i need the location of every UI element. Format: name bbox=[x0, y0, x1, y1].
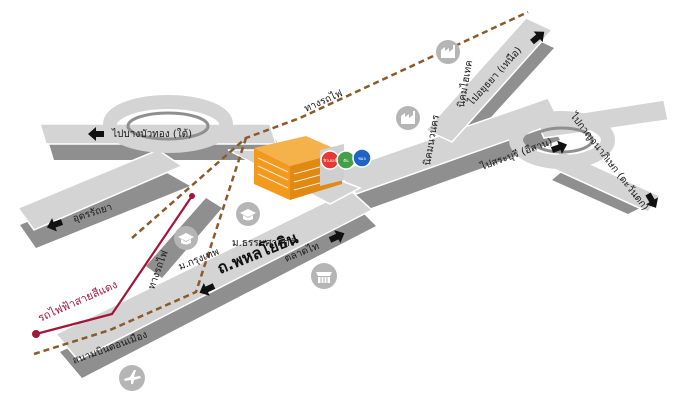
road-udon-ratthaya bbox=[16, 149, 184, 231]
road-ayutthaya bbox=[424, 17, 554, 143]
factory-icon-navanakorn bbox=[396, 106, 420, 130]
future-park-building: ฟิวเจอร์ ตัน ซอล bbox=[254, 136, 372, 200]
label-thammasat: ม.ธรรมศาสตร์ bbox=[232, 237, 296, 249]
market-icon-talad-thai bbox=[311, 263, 337, 289]
building-badges: ฟิวเจอร์ ตัน ซอล bbox=[320, 148, 372, 170]
graduation-cap-icon-bangkok bbox=[174, 226, 198, 250]
badge-blue bbox=[352, 148, 372, 168]
red-line-track bbox=[35, 195, 193, 336]
factory-icon-hitech bbox=[436, 40, 460, 64]
interchange-west-inner bbox=[126, 111, 210, 141]
railway-line-upper bbox=[131, 10, 529, 239]
badge-3-text: ซอล bbox=[358, 156, 366, 161]
red-line-end-dot bbox=[32, 330, 40, 338]
badge-2-text: ตัน bbox=[343, 158, 349, 163]
road-phahonyothin bbox=[54, 189, 374, 361]
interchange-east bbox=[509, 111, 615, 169]
red-line-end-dot-top bbox=[189, 193, 195, 199]
interchange-west bbox=[103, 95, 233, 153]
label-rail-top: ทางรถไฟ bbox=[302, 87, 344, 114]
badge-1-text: ฟิวเจอร์ bbox=[323, 158, 338, 163]
graduation-cap-icon-thammasat bbox=[236, 202, 260, 226]
label-bang-bua-thong: ไปบางบัวทอง (ใต้) bbox=[111, 128, 192, 140]
railway-line-lower bbox=[33, 137, 248, 356]
airplane-icon-airport bbox=[119, 365, 145, 391]
